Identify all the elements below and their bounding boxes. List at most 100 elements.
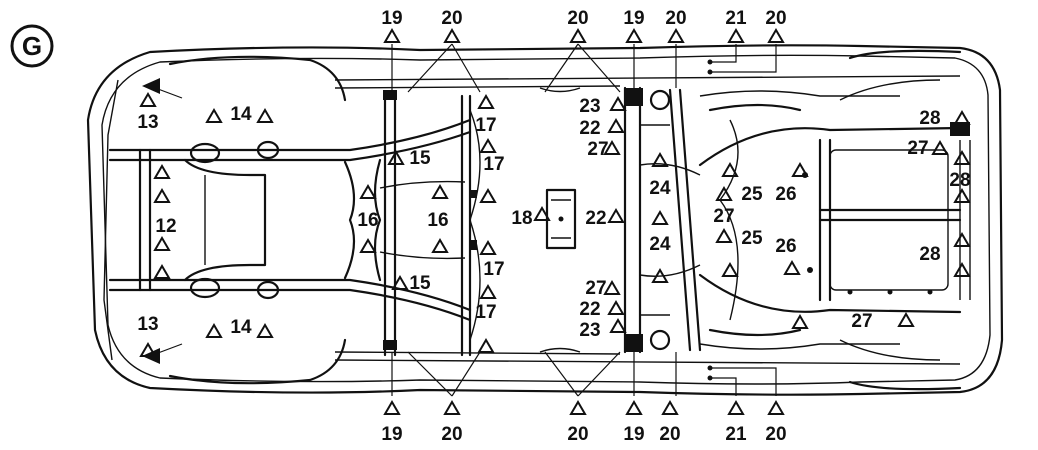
- view-letter: G: [22, 31, 42, 61]
- triangle-marker-icon: [953, 150, 971, 165]
- callout-22: 22: [579, 118, 600, 139]
- triangle-marker-icon: [153, 236, 171, 251]
- callout-27: 27: [713, 206, 734, 227]
- callout-20: 20: [659, 424, 680, 445]
- callout-21: 21: [725, 424, 747, 445]
- callout-22: 22: [579, 299, 600, 320]
- callout-24: 24: [649, 178, 671, 199]
- triangle-marker-icon: [609, 96, 627, 111]
- triangle-marker-icon: [727, 400, 745, 415]
- triangle-marker-icon: [383, 28, 401, 43]
- callout-26: 26: [775, 184, 796, 205]
- triangle-marker-icon: [609, 318, 627, 333]
- triangle-marker-icon: [791, 314, 809, 329]
- callout-21: 21: [725, 8, 747, 29]
- callout-20: 20: [765, 424, 786, 445]
- callout-27: 27: [907, 138, 928, 159]
- triangle-marker-icon: [479, 284, 497, 299]
- callout-20: 20: [441, 8, 462, 29]
- triangle-marker-icon: [651, 152, 669, 167]
- callout-20: 20: [665, 8, 686, 29]
- triangle-marker-icon: [391, 275, 409, 290]
- triangle-marker-icon: [953, 232, 971, 247]
- triangle-marker-icon: [651, 210, 669, 225]
- triangle-marker-icon: [715, 186, 733, 201]
- triangle-marker-icon: [603, 140, 621, 155]
- callout-27: 27: [585, 278, 606, 299]
- triangle-marker-icon: [953, 188, 971, 203]
- callout-17: 17: [475, 302, 496, 323]
- callout-19: 19: [623, 8, 644, 29]
- callout-28: 28: [919, 108, 940, 129]
- triangle-marker-icon: [153, 188, 171, 203]
- triangle-marker-icon: [667, 28, 685, 43]
- triangle-marker-icon: [477, 338, 495, 353]
- callout-13: 13: [137, 112, 158, 133]
- triangle-marker-icon: [727, 28, 745, 43]
- callout-27: 27: [587, 139, 608, 160]
- triangle-marker-icon: [625, 28, 643, 43]
- triangle-marker-icon: [479, 138, 497, 153]
- callout-14: 14: [230, 104, 252, 125]
- callout-13: 13: [137, 314, 158, 335]
- triangle-marker-icon: [721, 262, 739, 277]
- callout-20: 20: [567, 424, 588, 445]
- triangle-marker-icon: [953, 262, 971, 277]
- car-body-outline: [86, 44, 1004, 396]
- callout-19: 19: [623, 424, 644, 445]
- callout-16: 16: [357, 210, 378, 231]
- triangle-marker-icon: [791, 162, 809, 177]
- rear-subframe: [623, 79, 971, 361]
- triangle-marker-icon: [139, 92, 157, 107]
- callout-28: 28: [919, 244, 940, 265]
- callout-19: 19: [381, 424, 402, 445]
- triangle-marker-icon: [721, 162, 739, 177]
- triangle-marker-icon: [897, 312, 915, 327]
- triangle-marker-icon: [256, 323, 274, 338]
- triangle-marker-icon: [387, 150, 405, 165]
- triangle-marker-icon: [767, 400, 785, 415]
- callout-23: 23: [579, 320, 600, 341]
- triangle-marker-icon: [931, 140, 949, 155]
- callout-19: 19: [381, 8, 402, 29]
- triangle-marker-icon: [607, 300, 625, 315]
- triangle-marker-icon: [153, 264, 171, 279]
- callout-24: 24: [649, 234, 671, 255]
- triangle-marker-icon: [953, 110, 971, 125]
- callout-28: 28: [949, 170, 970, 191]
- triangle-marker-icon: [443, 400, 461, 415]
- callout-12: 12: [155, 216, 176, 237]
- callout-17: 17: [475, 115, 496, 136]
- callout-27: 27: [851, 311, 872, 332]
- callout-15: 15: [409, 273, 431, 294]
- triangle-marker-icon: [533, 206, 551, 221]
- triangle-marker-icon: [767, 28, 785, 43]
- callout-25: 25: [741, 228, 763, 249]
- triangle-marker-icon: [603, 280, 621, 295]
- triangle-markers: [139, 28, 971, 415]
- triangle-marker-icon: [479, 240, 497, 255]
- view-letter-badge: G: [10, 24, 54, 68]
- triangle-marker-icon: [383, 400, 401, 415]
- triangle-marker-icon: [205, 323, 223, 338]
- triangle-marker-icon: [443, 28, 461, 43]
- triangle-marker-icon: [256, 108, 274, 123]
- triangle-marker-icon: [477, 94, 495, 109]
- triangle-marker-icon: [661, 400, 679, 415]
- triangle-marker-icon: [607, 208, 625, 223]
- callout-22: 22: [585, 208, 606, 229]
- triangle-marker-icon: [651, 268, 669, 283]
- callout-25: 25: [741, 184, 763, 205]
- triangle-marker-icon: [569, 400, 587, 415]
- leader-lines: [142, 43, 777, 397]
- callout-26: 26: [775, 236, 796, 257]
- callout-17: 17: [483, 259, 504, 280]
- callout-23: 23: [579, 96, 600, 117]
- triangle-marker-icon: [359, 184, 377, 199]
- triangle-marker-icon: [153, 164, 171, 179]
- front-frame: [108, 90, 481, 357]
- callout-20: 20: [765, 8, 786, 29]
- triangle-marker-icon: [715, 228, 733, 243]
- callout-20: 20: [567, 8, 588, 29]
